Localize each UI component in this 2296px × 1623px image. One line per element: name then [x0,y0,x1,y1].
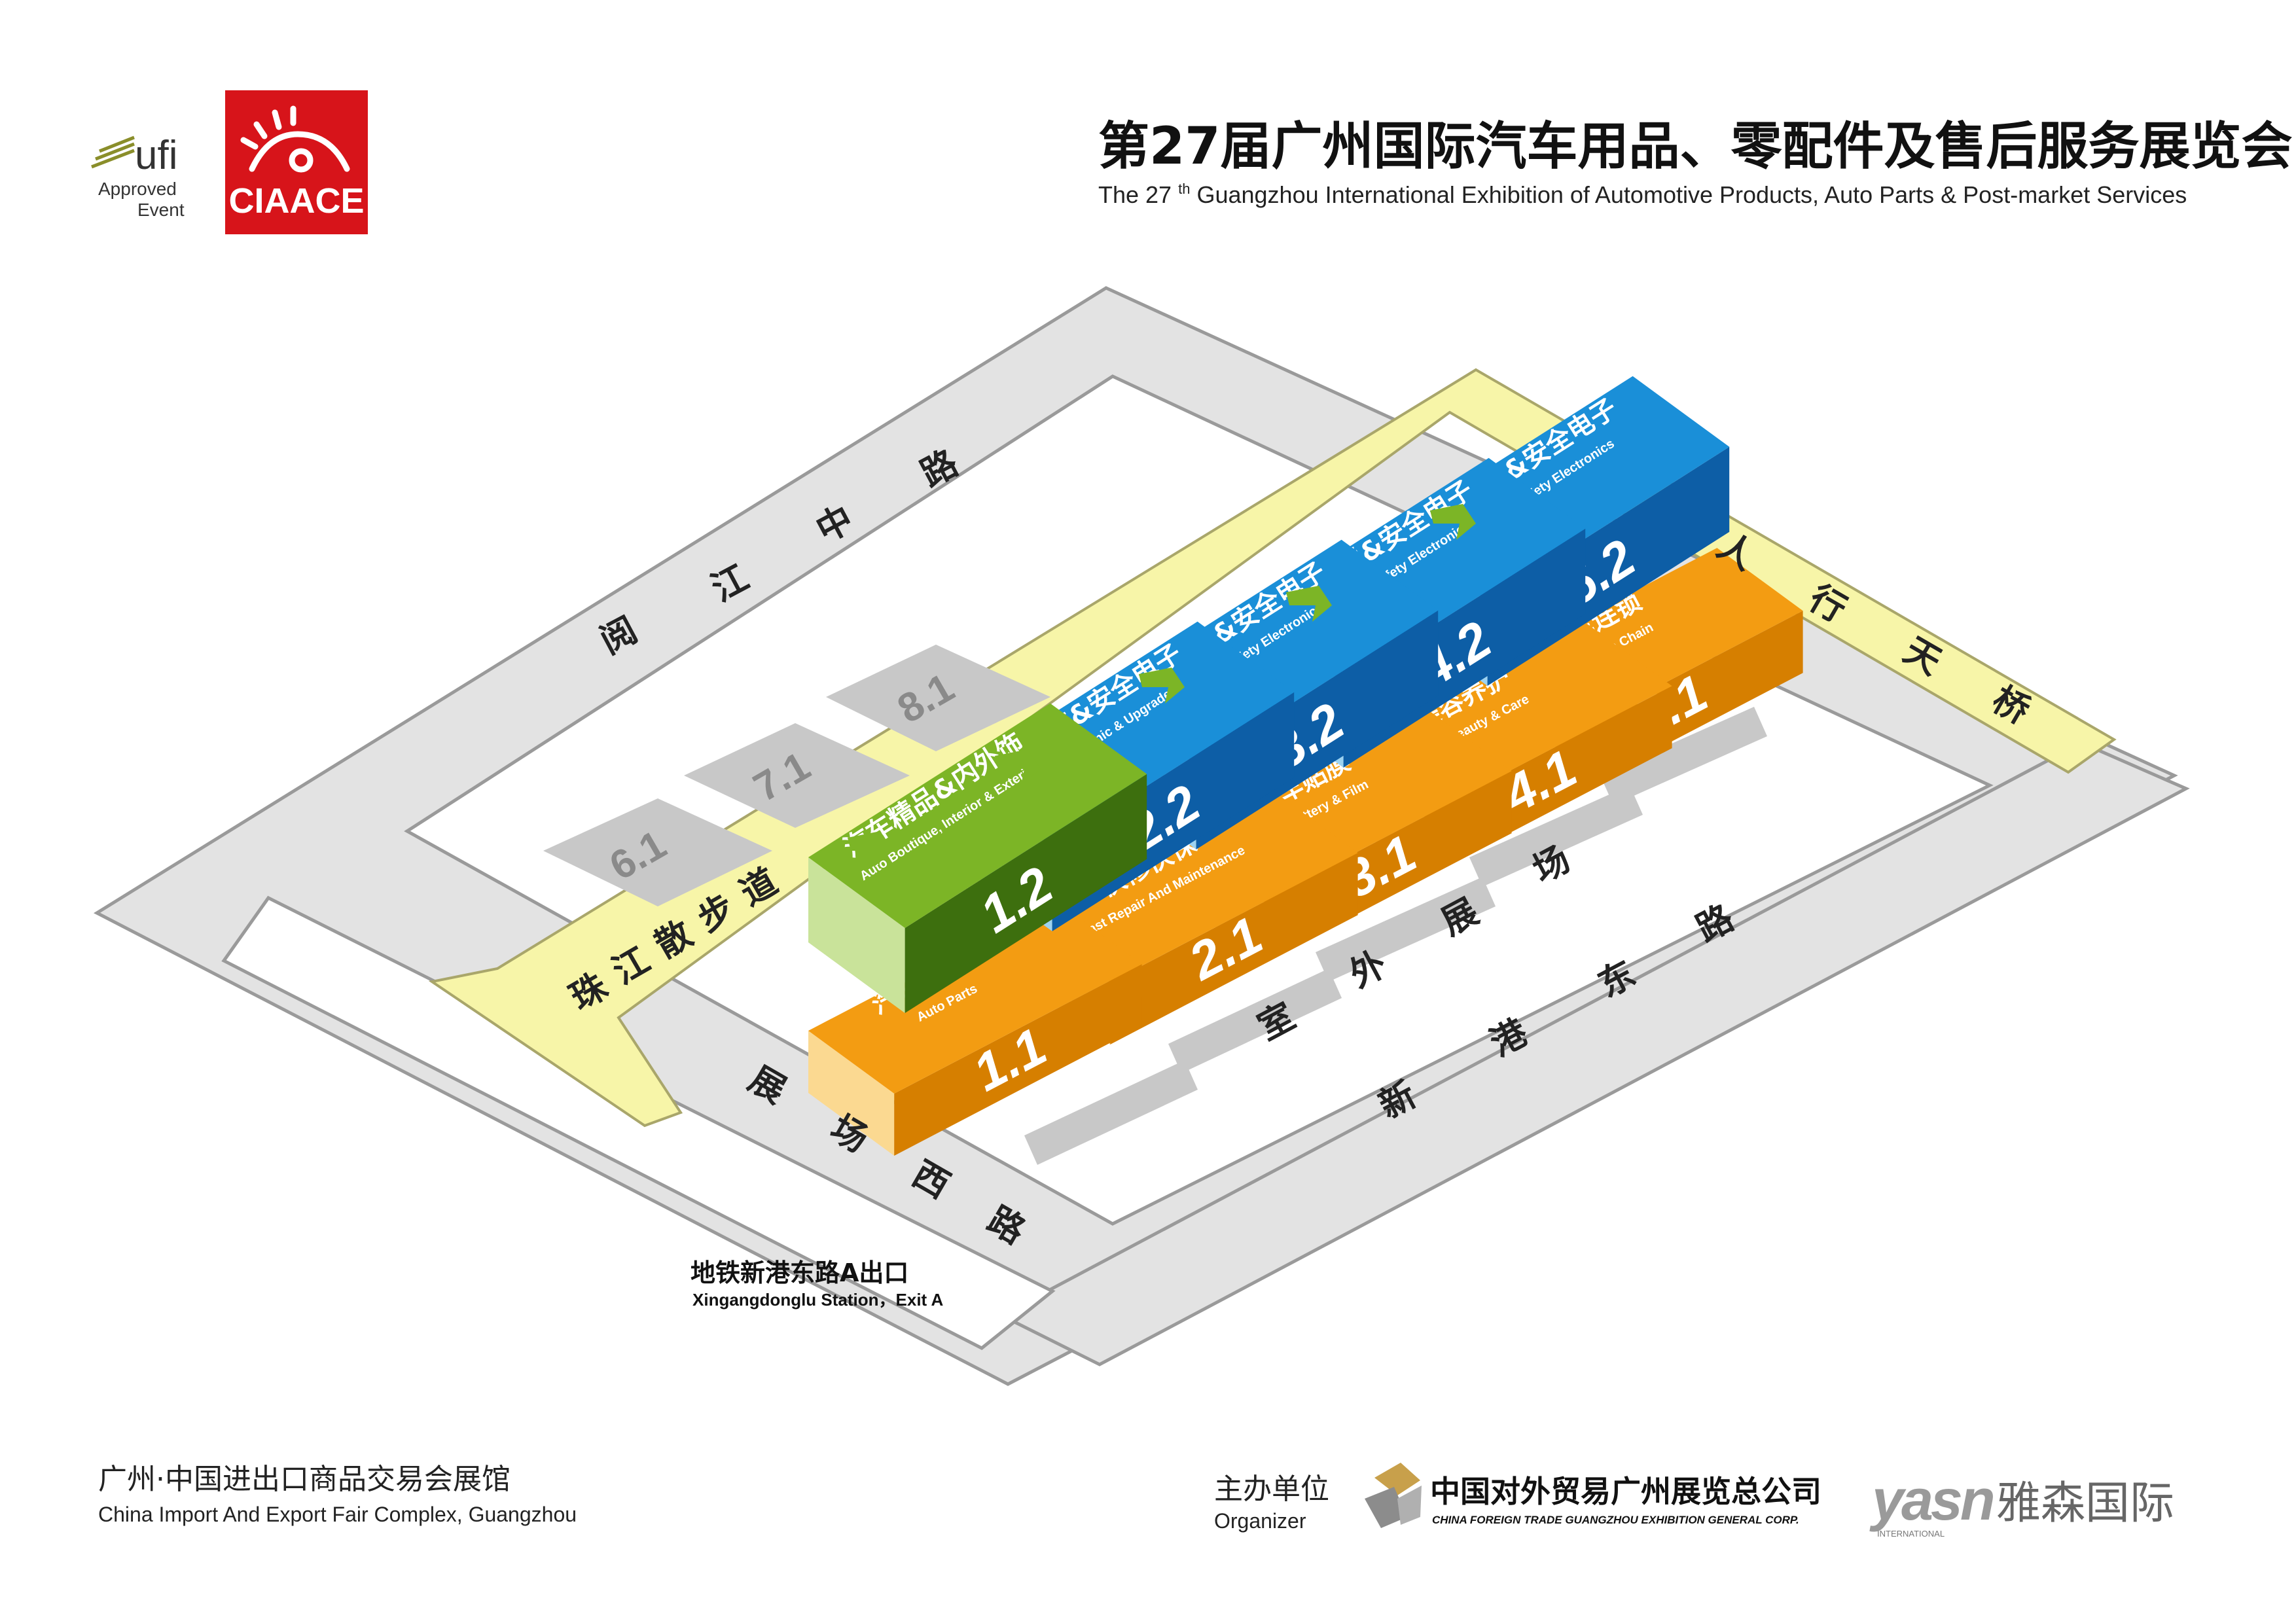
hall-top-face [1024,790,1358,982]
title-en-pre: The 27 [1098,181,1172,208]
organizer-name-en: CHINA FOREIGN TRADE GUANGZHOU EXHIBITION… [1432,1514,1799,1526]
inactive-hall-blocks: 6.1 7.1 8.1 [543,645,1050,906]
ufi-swoosh-icon [91,135,135,169]
ufi-logo: ufi Approved Event [91,133,185,220]
venue-en: China Import And Export Fair Complex, Gu… [98,1503,577,1526]
organizer-block: 主办单位 Organizer 中国对外贸易广州展览总公司 CHINA FOREI… [1214,1463,2174,1539]
entry-arrow-icon [848,831,893,867]
south-road-strip [997,741,2190,1366]
ufi-line1: Approved [98,179,177,199]
partner-sub: INTERNATIONAL [1877,1529,1945,1539]
outdoor-strip [1024,1060,1198,1165]
entry-arrow-icon [1430,504,1476,540]
inactive-hall-7-1 [684,723,910,828]
hall-top-face [808,703,1147,928]
outdoor-strip [1316,877,1496,982]
title-en-post: Guangzhou International Exhibition of Au… [1196,181,2187,208]
ufi-line2: Event [137,200,185,220]
metro-exit-en: Xingangdonglu Station，Exit A [692,1290,943,1310]
organizer-emblem-icon [1365,1463,1422,1528]
promenade-walkway [428,368,2117,1128]
entry-arrows [848,504,1476,867]
entry-arrow-icon [1139,668,1185,704]
entry-arrow-icon [995,749,1041,785]
hall-top-face [808,901,1142,1094]
outdoor-strip [1600,707,1767,805]
hall-side-face [905,774,1147,1013]
ciaace-text: CIAACE [228,181,364,221]
outdoor-strip [1168,969,1342,1073]
hall-front-face [808,1031,895,1156]
organizer-name-cn: 中国对外贸易广州展览总公司 [1430,1474,1821,1509]
title-en-sup: th [1178,181,1190,197]
ufi-mark: ufi [135,133,177,178]
page-title-en: The 27 th Guangzhou International Exhibi… [1098,172,2187,208]
outdoor-exhibition-area [1024,707,1767,1165]
hall-front-face [808,857,905,1013]
west-road-strip [221,895,1056,1350]
ciaace-logo: CIAACE [225,90,368,234]
hall-side-face [1110,853,1358,1044]
partner-mark: yasn [1869,1467,1994,1532]
entry-arrow-icon [1286,586,1332,622]
organizer-label-en: Organizer [1214,1509,1306,1533]
partner-cn: 雅森国际 [1996,1478,2174,1529]
car-sun-icon [240,105,350,173]
metro-exit-cn: 地铁新港东路A出口 [691,1258,908,1287]
outdoor-strip [1469,785,1643,887]
hall-side-face [894,964,1142,1156]
organizer-label-cn: 主办单位 [1214,1472,1329,1506]
inactive-hall-6-1 [543,798,772,906]
inactive-hall-8-1 [826,645,1050,751]
metro-exit-label: 地铁新港东路A出口 Xingangdonglu Station，Exit A [691,1258,943,1310]
venue-block: 广州·中国进出口商品交易会展馆 China Import And Export … [98,1463,577,1526]
page-title-cn: 第27届广州国际汽车用品、零配件及售后服务展览会 [1098,117,2293,176]
venue-cn: 广州·中国进出口商品交易会展馆 [98,1463,511,1496]
